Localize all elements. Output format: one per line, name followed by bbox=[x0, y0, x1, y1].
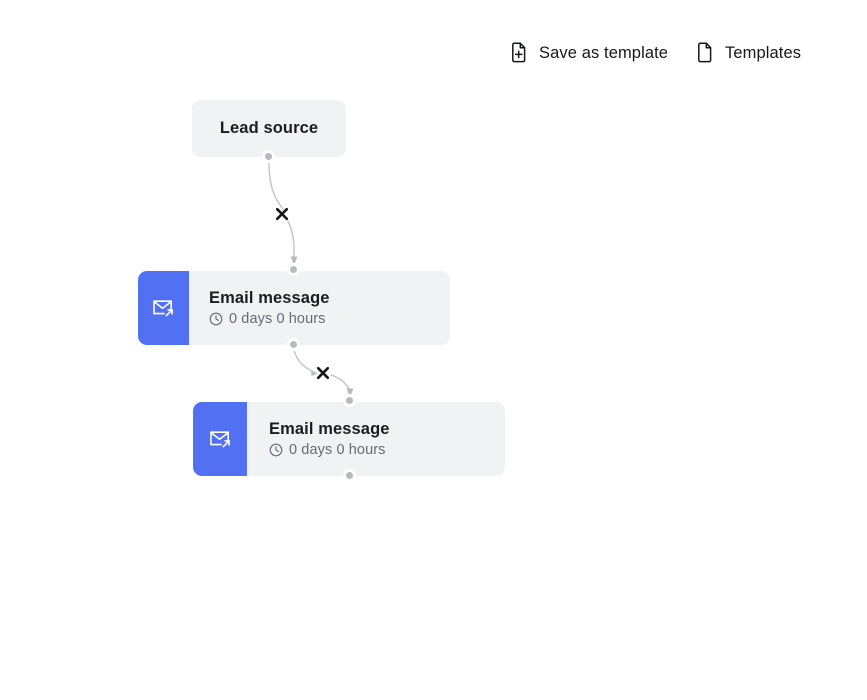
top-toolbar: Save as template Templates bbox=[0, 42, 867, 72]
templates-label: Templates bbox=[725, 43, 802, 62]
node-delay: 0 days 0 hours bbox=[269, 442, 505, 458]
node-handle-email-1-out[interactable] bbox=[287, 338, 300, 351]
node-handle-email-2-in[interactable] bbox=[343, 394, 356, 407]
clock-icon bbox=[209, 312, 223, 326]
flow-node-email-message-1[interactable]: Email message 0 days 0 hours bbox=[138, 271, 450, 345]
node-title: Lead source bbox=[219, 119, 319, 137]
node-handle-lead-source-out[interactable] bbox=[262, 150, 275, 163]
flow-node-email-message-2[interactable]: Email message 0 days 0 hours bbox=[193, 402, 505, 476]
node-delay-text: 0 days 0 hours bbox=[289, 442, 386, 458]
flow-node-lead-source[interactable]: Lead source bbox=[192, 100, 346, 157]
footer-actions: Previous Discover only Launch bbox=[0, 615, 867, 700]
node-handle-email-1-in[interactable] bbox=[287, 263, 300, 276]
templates-button[interactable]: Templates bbox=[696, 42, 801, 64]
node-body: Email message 0 days 0 hours bbox=[189, 271, 450, 345]
node-body: Email message 0 days 0 hours bbox=[247, 402, 505, 476]
node-title: Email message bbox=[209, 289, 330, 307]
document-plus-icon bbox=[510, 42, 529, 64]
save-as-template-button[interactable]: Save as template bbox=[510, 42, 668, 64]
close-icon bbox=[316, 366, 330, 380]
node-handle-email-2-out[interactable] bbox=[343, 469, 356, 482]
save-as-template-label: Save as template bbox=[539, 43, 669, 62]
node-delay-text: 0 days 0 hours bbox=[229, 311, 326, 327]
edge-delete-button-1[interactable] bbox=[273, 205, 291, 223]
clock-icon bbox=[269, 443, 283, 457]
workflow-canvas[interactable]: Lead source Email message bbox=[0, 0, 867, 615]
node-title: Email message bbox=[269, 420, 390, 438]
envelope-send-icon bbox=[138, 271, 189, 345]
node-delay: 0 days 0 hours bbox=[209, 311, 450, 327]
envelope-send-icon bbox=[193, 402, 247, 476]
document-icon bbox=[696, 42, 715, 64]
edge-delete-button-2[interactable] bbox=[314, 364, 332, 382]
close-icon bbox=[275, 207, 289, 221]
